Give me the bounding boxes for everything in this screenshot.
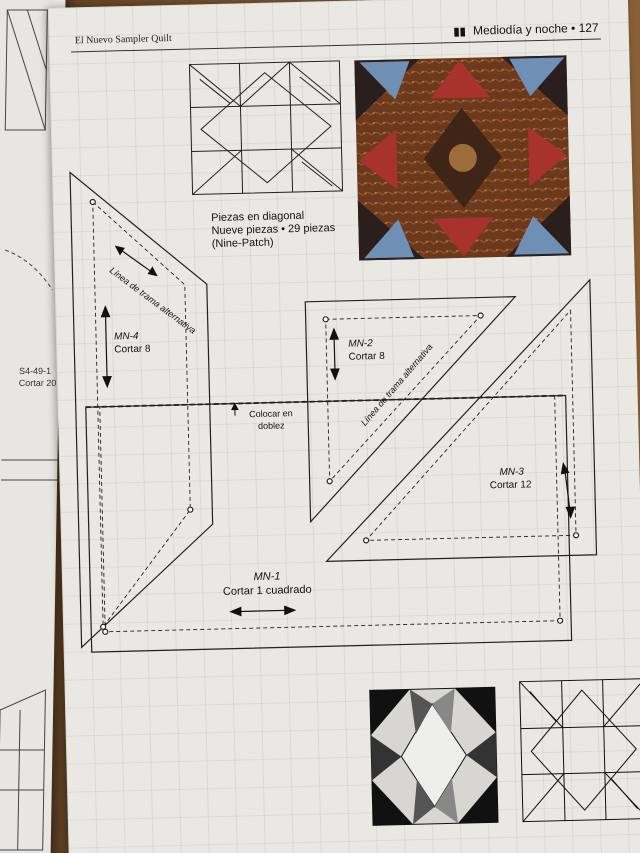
grain-arrow-mn4 (100, 245, 158, 389)
bottom-shaded-block (369, 686, 499, 826)
mn1-code: MN-1 (253, 570, 281, 584)
mn3-cut: Cortar 12 (489, 479, 532, 492)
fold-note: Colocar en doblez (249, 408, 293, 431)
block-line-diagram (188, 60, 344, 196)
template-mn3 (325, 278, 598, 562)
grain-arrow-mn1 (229, 605, 297, 617)
mn3-code: MN-3 (499, 466, 525, 479)
grain-arrow-mn2 (329, 327, 340, 381)
fold-arrow (231, 402, 239, 416)
mn4-code: MN-4 (113, 330, 139, 343)
left-page: S4-49-1 Cortar 20 (0, 0, 66, 853)
left-page-code: S4-49-1 (18, 366, 52, 376)
template-mn1 (85, 394, 573, 653)
book-page: El Nuevo Sampler Quilt ▮▮ Mediodía y noc… (48, 0, 640, 853)
mn2-code: MN-2 (348, 338, 373, 350)
template-mn2 (304, 296, 517, 524)
fabric-block-photo (354, 55, 572, 261)
left-page-cut: Cortar 20 (18, 378, 57, 388)
mn2-cut: Cortar 8 (348, 350, 385, 363)
block-caption: Piezas en diagonal Nueve piezas • 29 pie… (211, 209, 336, 251)
left-page-diagram (0, 9, 58, 851)
template-mn4 (69, 171, 214, 649)
bottom-line-block (519, 678, 640, 823)
grain-arrow-mn3 (560, 461, 576, 519)
templates-svg (69, 55, 640, 826)
mn4-cut: Cortar 8 (114, 343, 151, 356)
